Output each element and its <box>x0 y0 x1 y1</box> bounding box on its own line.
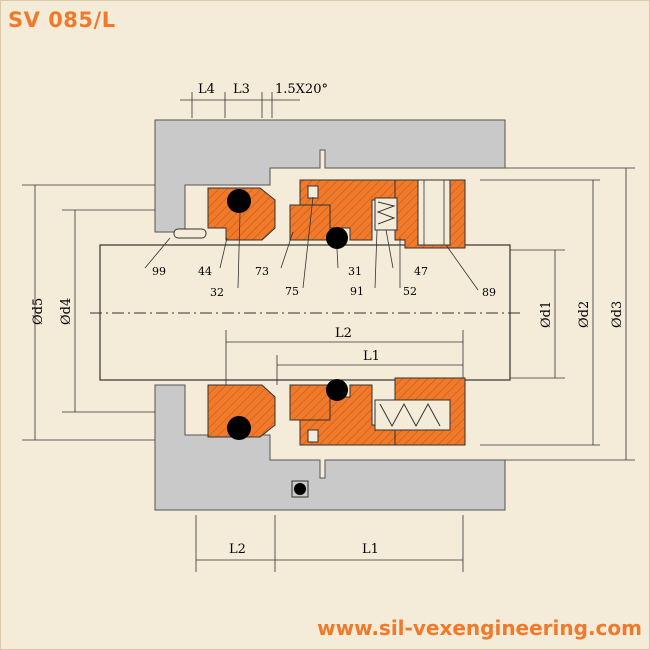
set-screw-upper <box>417 179 451 246</box>
dim-d3: Ød3 <box>610 301 625 328</box>
top-dimensions <box>180 92 300 118</box>
dim-d1: Ød1 <box>539 301 554 328</box>
spring-lower <box>374 399 451 431</box>
dim-l4: L4 <box>198 82 215 97</box>
part-52: 52 <box>403 285 417 298</box>
dim-bottom-l2: L2 <box>229 542 246 557</box>
dim-inner-l1: L1 <box>363 349 380 364</box>
website-url: www.sil-vexengineering.com <box>317 616 642 640</box>
part-99: 99 <box>152 265 166 278</box>
spring-upper <box>374 197 398 231</box>
part-47: 47 <box>414 265 428 278</box>
o-ring-shaft-upper <box>326 227 348 249</box>
dim-d4: Ød4 <box>59 298 74 325</box>
part-89: 89 <box>482 286 496 299</box>
pin-99 <box>173 228 207 239</box>
dim-d2: Ød2 <box>577 301 592 328</box>
part-73: 73 <box>255 265 269 278</box>
dim-chamfer: 1.5X20° <box>275 82 328 97</box>
stationary-seat-lower <box>207 384 276 438</box>
anti-rotation-pin-lower <box>307 429 319 443</box>
dim-d5: Ød5 <box>31 298 46 325</box>
gland-upper <box>154 119 506 233</box>
gland-lower <box>154 384 506 511</box>
dim-inner-l2: L2 <box>335 326 352 341</box>
anti-rotation-pin-upper <box>307 185 319 199</box>
dim-l3: L3 <box>233 82 250 97</box>
part-32: 32 <box>210 286 224 299</box>
part-91: 91 <box>350 285 364 298</box>
o-ring-seat-upper <box>227 189 251 213</box>
part-44: 44 <box>198 265 212 278</box>
stationary-seat-upper <box>207 187 276 241</box>
o-ring-seat-lower <box>227 416 251 440</box>
dim-bottom-l1: L1 <box>362 542 379 557</box>
part-31: 31 <box>348 265 362 278</box>
part-75: 75 <box>285 285 299 298</box>
o-ring-shaft-lower <box>326 379 348 401</box>
drawing-title: SV 085/L <box>8 8 116 32</box>
